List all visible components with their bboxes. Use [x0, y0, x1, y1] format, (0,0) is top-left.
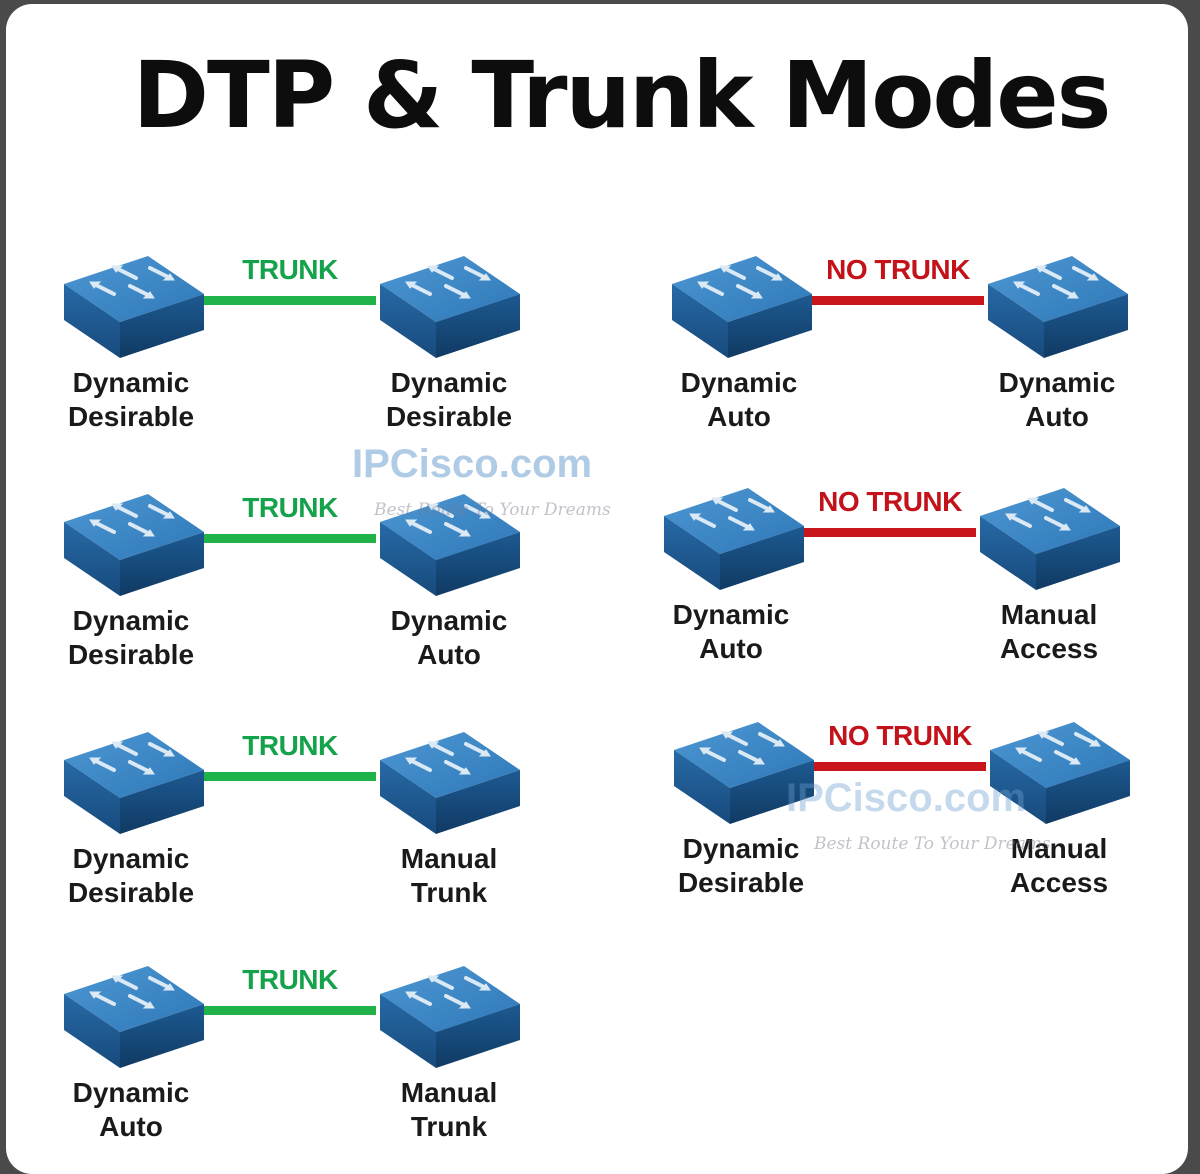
- switch-icon: [982, 716, 1132, 828]
- no-trunk-link-line: [812, 296, 984, 305]
- link-result-label: TRUNK: [242, 492, 338, 523]
- switch-icon: [56, 960, 206, 1072]
- switch-icon: [666, 716, 816, 828]
- watermark-logo-text: IPCisco.com: [352, 442, 593, 486]
- link-result-label: NO TRUNK: [826, 254, 970, 285]
- trunk-link-line: [204, 534, 376, 543]
- link-result-label: TRUNK: [242, 254, 338, 285]
- link-result-label: TRUNK: [242, 964, 338, 995]
- switch-icon: [656, 482, 806, 594]
- switch-icon: [972, 482, 1122, 594]
- switch-icon: [372, 488, 522, 600]
- no-trunk-link-line: [804, 528, 976, 537]
- switch-icon: [980, 250, 1130, 362]
- trunk-link-line: [204, 296, 376, 305]
- switch-icon: [372, 250, 522, 362]
- switch-icon: [56, 488, 206, 600]
- no-trunk-link-line: [814, 762, 986, 771]
- switch-icon: [372, 726, 522, 838]
- switch-icon: [56, 726, 206, 838]
- trunk-link-line: [204, 772, 376, 781]
- link-result-label: NO TRUNK: [828, 720, 972, 751]
- switch-icon: [56, 250, 206, 362]
- trunk-link-line: [204, 1006, 376, 1015]
- link-result-label: NO TRUNK: [818, 486, 962, 517]
- page-title: DTP & Trunk Modes: [132, 42, 1112, 149]
- link-result-label: TRUNK: [242, 730, 338, 761]
- switch-icon: [664, 250, 814, 362]
- switch-icon: [372, 960, 522, 1072]
